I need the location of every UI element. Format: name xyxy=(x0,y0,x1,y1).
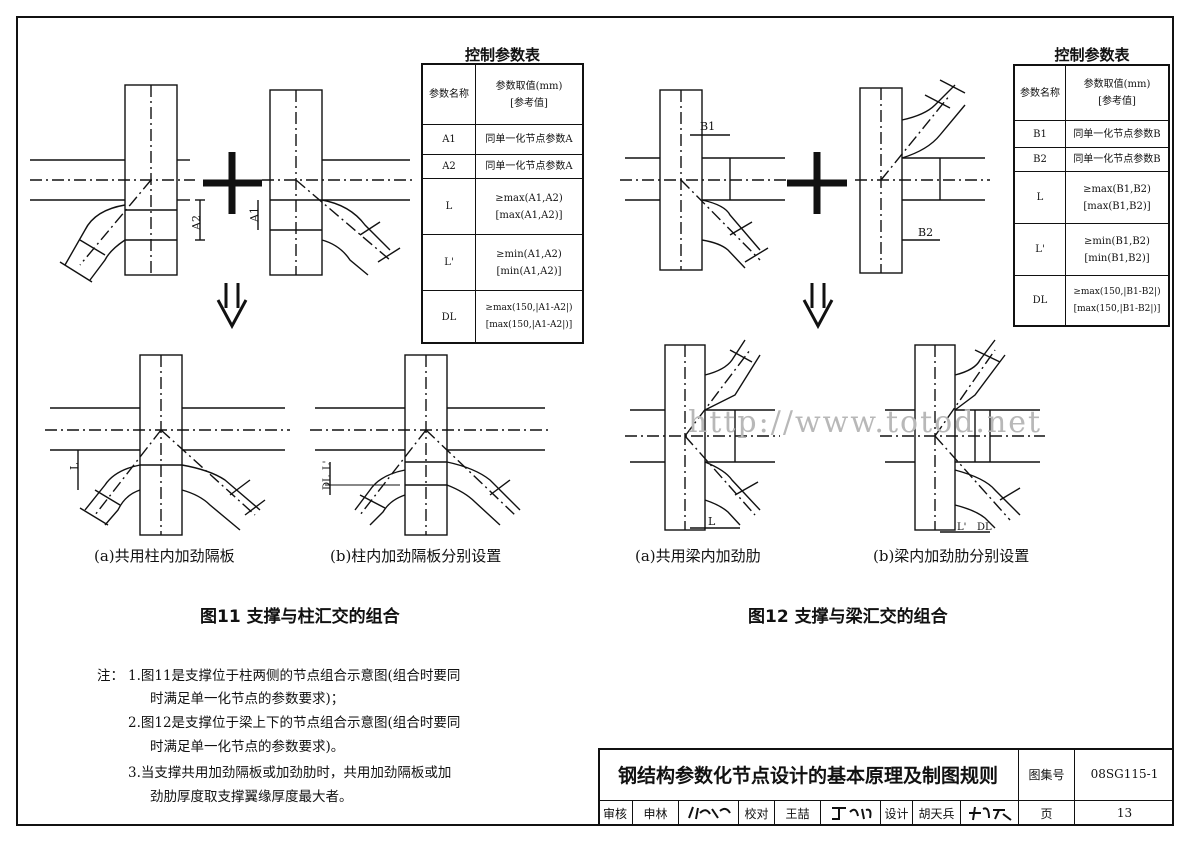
left-row-name: DL xyxy=(422,290,476,344)
reviewer-signature-icon xyxy=(678,800,738,826)
caption-fig12b: (b)梁内加劲肋分别设置 xyxy=(873,547,1030,565)
left-row-value-line1: ≥max(150,|A1-A2|) xyxy=(485,303,573,313)
left-param-table-title: 控制参数表 xyxy=(464,46,540,64)
caption-fig11a: (a)共用柱内加劲隔板 xyxy=(94,547,235,565)
dim-label-b1: B1 xyxy=(700,120,715,133)
dim-label-l-12a: L xyxy=(708,515,716,528)
right-row-value: ≥max(150,|B1-B2|) [max(150,|B1-B2|)] xyxy=(1065,275,1169,326)
dim-label-dl-11b: DL xyxy=(322,475,333,490)
title-block-checker: 王喆 xyxy=(774,800,820,826)
right-header-value: 参数取值(mm) [参考值] xyxy=(1065,65,1169,121)
watermark-text: http://www.totod.net xyxy=(688,405,1043,440)
down-arrow-left-icon xyxy=(216,283,248,330)
note-line: 时满足单一化节点的参数要求)； xyxy=(150,691,345,707)
fig12-top-left-node xyxy=(620,89,790,271)
caption-fig12a: (a)共用梁内加劲肋 xyxy=(635,547,761,565)
dim-label-b2: B2 xyxy=(918,226,933,239)
title-block-check-label: 校对 xyxy=(738,800,774,826)
left-row-value-line1: ≥min(A1,A2) xyxy=(496,248,562,260)
fig12a-drawing xyxy=(625,339,780,531)
left-header-value-line1: 参数取值(mm) xyxy=(495,80,563,92)
dim-label-dl-12b: DL xyxy=(977,522,992,533)
left-row-value: 同单一化节点参数A xyxy=(475,154,583,179)
left-row-value-line2: [max(150,|A1-A2|)] xyxy=(485,320,573,330)
fig11-top-left-node xyxy=(30,84,205,283)
left-row-name: L xyxy=(422,178,476,235)
dim-label-l-11a: L xyxy=(68,462,81,470)
right-header-value-line2: [参考值] xyxy=(1098,96,1136,107)
plus-sign-left xyxy=(203,152,262,214)
title-block-reviewer: 申林 xyxy=(632,800,678,826)
notes-prefix: 注： xyxy=(97,668,124,684)
right-row-value-line1: ≥max(B1,B2) xyxy=(1083,183,1151,195)
fig11b-drawing xyxy=(310,354,550,536)
right-row-name: B1 xyxy=(1014,120,1066,148)
left-row-value: ≥max(150,|A1-A2|) [max(150,|A1-A2|)] xyxy=(475,290,583,344)
left-row-name: A2 xyxy=(422,154,476,179)
right-param-table-title: 控制参数表 xyxy=(1054,46,1130,64)
plus-sign-right xyxy=(787,152,847,214)
left-row-value: ≥max(A1,A2) [max(A1,A2)] xyxy=(475,178,583,235)
right-row-value: ≥min(B1,B2) [min(B1,B2)] xyxy=(1065,223,1169,276)
down-arrow-right-icon xyxy=(802,283,834,330)
title-block-page-label: 页 xyxy=(1018,800,1074,826)
right-row-value-line1: ≥max(150,|B1-B2|) xyxy=(1073,286,1161,297)
title-block-page-no: 13 xyxy=(1074,800,1174,826)
right-row-name: L' xyxy=(1014,223,1066,276)
title-block-atlas-label: 图集号 xyxy=(1018,748,1074,800)
title-block: 钢结构参数化节点设计的基本原理及制图规则 图集号 08SG115-1 审核 申林… xyxy=(598,748,1174,826)
right-row-value-line2: [max(B1,B2)] xyxy=(1083,200,1151,212)
figure-title-12: 图12 支撑与梁汇交的组合 xyxy=(748,607,948,627)
drawing-frame xyxy=(16,16,1174,826)
right-row-name: B2 xyxy=(1014,147,1066,172)
checker-signature-icon xyxy=(820,800,880,826)
left-header-value: 参数取值(mm) [参考值] xyxy=(475,64,583,125)
note-line: 2.图12是支撑位于梁上下的节点组合示意图(组合时要同 xyxy=(128,715,461,731)
note-line: 劲肋厚度取支撑翼缘厚度最大者。 xyxy=(150,789,353,805)
right-row-value-line2: [max(150,|B1-B2|)] xyxy=(1073,303,1161,314)
note-line: 3.当支撑共用加劲隔板或加劲肋时，共用加劲隔板或加 xyxy=(128,765,452,781)
left-row-name: A1 xyxy=(422,124,476,155)
fig11a-drawing xyxy=(45,354,290,536)
left-row-name: L' xyxy=(422,234,476,291)
note-line: 时满足单一化节点的参数要求)。 xyxy=(150,739,345,755)
left-row-value-line2: [max(A1,A2)] xyxy=(495,209,563,221)
designer-signature-icon xyxy=(960,800,1018,826)
dim-label-a2: A2 xyxy=(190,215,203,231)
right-row-value: ≥max(B1,B2) [max(B1,B2)] xyxy=(1065,171,1169,224)
left-row-value-line1: ≥max(A1,A2) xyxy=(495,192,563,204)
fig11-top-right-node xyxy=(257,89,412,276)
dim-label-a1: A1 xyxy=(248,207,261,223)
left-header-value-line2: [参考值] xyxy=(510,97,548,109)
caption-fig11b: (b)柱内加劲隔板分别设置 xyxy=(330,547,502,565)
title-block-main-title: 钢结构参数化节点设计的基本原理及制图规则 xyxy=(617,764,998,787)
left-header-name: 参数名称 xyxy=(422,64,476,125)
right-row-name: L xyxy=(1014,171,1066,224)
left-row-value: 同单一化节点参数A xyxy=(475,124,583,155)
title-block-designer: 胡天兵 xyxy=(912,800,960,826)
left-row-value: ≥min(A1,A2) [min(A1,A2)] xyxy=(475,234,583,291)
figure-title-11: 图11 支撑与柱汇交的组合 xyxy=(200,607,400,627)
title-block-design-label: 设计 xyxy=(880,800,912,826)
title-block-review-label: 审核 xyxy=(602,806,627,821)
right-header-name: 参数名称 xyxy=(1014,65,1066,121)
right-row-value-line1: ≥min(B1,B2) xyxy=(1084,235,1150,247)
right-header-value-line1: 参数取值(mm) xyxy=(1083,79,1151,90)
title-block-atlas-no: 08SG115-1 xyxy=(1074,748,1174,800)
dim-label-lp-12b: L' xyxy=(957,522,966,533)
fig12b-drawing xyxy=(880,339,1045,533)
right-row-value-line2: [min(B1,B2)] xyxy=(1084,252,1150,264)
dim-label-lp-11b: L' xyxy=(322,461,333,470)
note-line: 1.图11是支撑位于柱两侧的节点组合示意图(组合时要同 xyxy=(128,668,461,684)
right-row-name: DL xyxy=(1014,275,1066,326)
right-row-value: 同单一化节点参数B xyxy=(1065,147,1169,172)
left-row-value-line2: [min(A1,A2)] xyxy=(496,265,562,277)
right-row-value: 同单一化节点参数B xyxy=(1065,120,1169,148)
fig12-top-right-node xyxy=(855,79,990,274)
